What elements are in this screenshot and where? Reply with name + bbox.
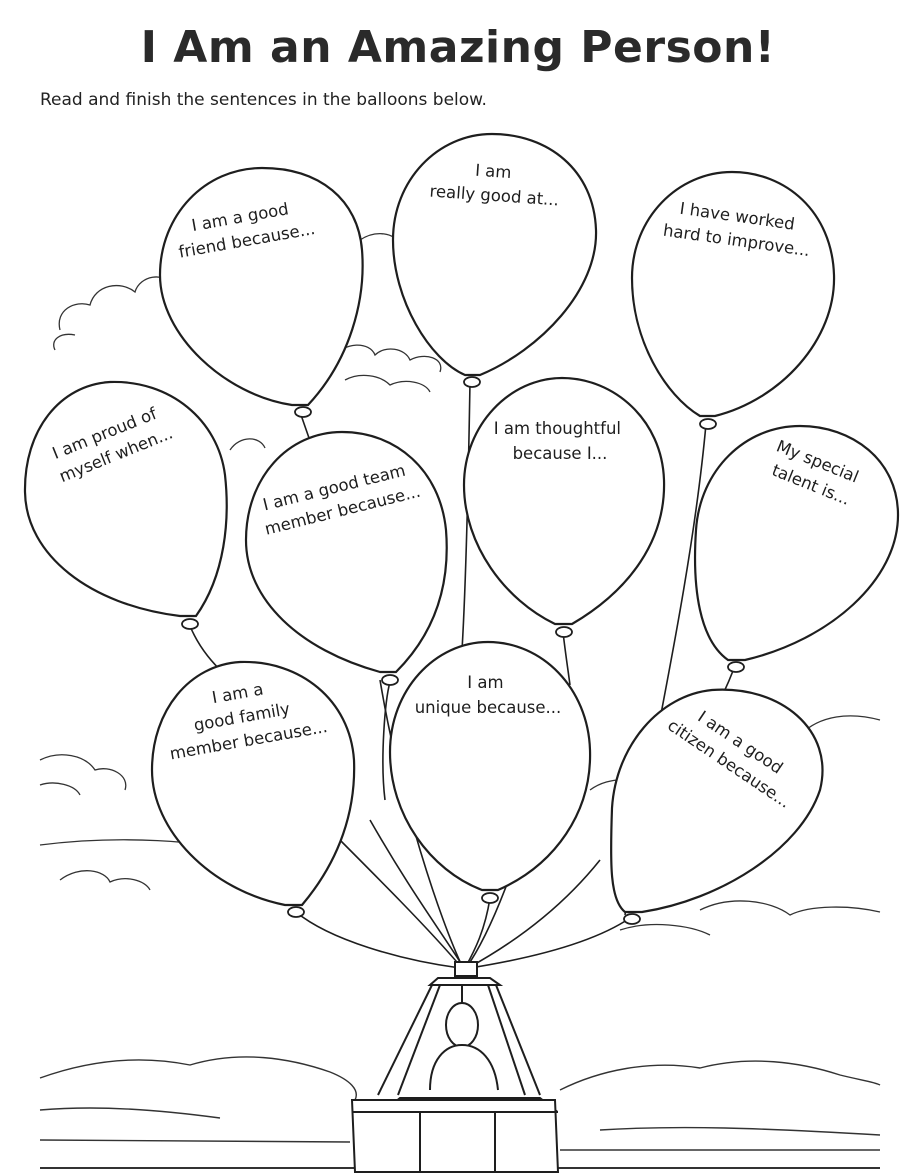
instructions-text: Read and finish the sentences in the bal… bbox=[40, 90, 487, 110]
balloon-thoughtful-line2: because I... bbox=[513, 444, 608, 463]
svg-text:I am thoughtful because: I am thoughtful because I... bbox=[494, 419, 627, 463]
balloon-thoughtful[interactable]: I am thoughtful because I... bbox=[462, 376, 666, 638]
balloon-really-good-line1: I am bbox=[475, 161, 513, 182]
balloon-unique[interactable]: I am unique because... bbox=[388, 640, 592, 904]
balloon-unique-line2: unique because... bbox=[415, 698, 562, 717]
person-body bbox=[429, 1043, 499, 1091]
hot-air-basket bbox=[350, 961, 560, 1173]
balloon-talent[interactable]: My special talent is... bbox=[693, 424, 900, 673]
page-title: I Am an Amazing Person! bbox=[140, 22, 776, 73]
balloon-good-friend[interactable]: I am a good friend because... bbox=[158, 166, 364, 418]
balloon-really-good[interactable]: I am really good at... bbox=[391, 132, 598, 388]
balloon-worked-hard[interactable]: I have worked hard to improve... bbox=[630, 170, 836, 430]
balloon-proud[interactable]: I am proud of myself when... bbox=[23, 380, 228, 630]
balloon-family-member[interactable]: I am a good family member because... bbox=[150, 660, 356, 918]
balloon-team-member[interactable]: I am a good team member because... bbox=[244, 430, 448, 686]
balloon-thoughtful-line1: I am thoughtful bbox=[494, 419, 621, 438]
balloon-unique-line1: I am bbox=[467, 673, 503, 692]
svg-text:I am unique because...: I am unique because... bbox=[415, 673, 562, 717]
balloon-citizen[interactable]: I am a good citizen because... bbox=[609, 688, 824, 925]
person-head bbox=[445, 1002, 479, 1048]
